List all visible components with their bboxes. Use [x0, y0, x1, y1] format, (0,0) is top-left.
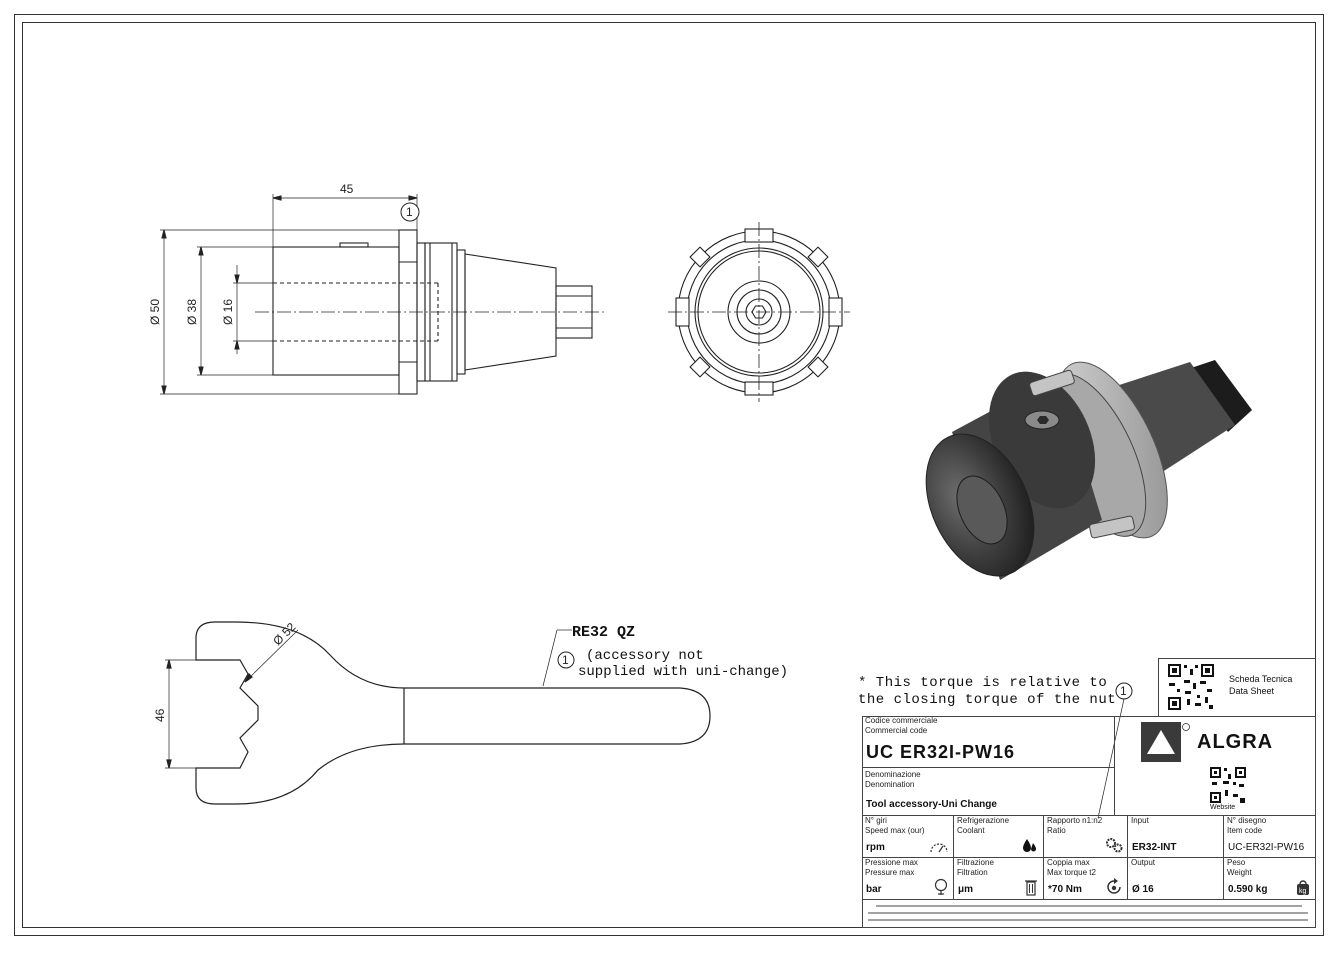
ratio-cell: Rapporto n1:n2 Ratio	[1044, 816, 1128, 858]
commercial-code: UC ER32I-PW16	[866, 742, 1016, 762]
gears-icon	[1106, 838, 1123, 853]
speed-value: rpm	[866, 842, 885, 853]
wrench-view	[165, 621, 711, 805]
pressure-label-en: Pressure max	[865, 868, 915, 877]
bulb-icon	[934, 878, 948, 895]
side-view	[160, 194, 605, 395]
filtration-label-en: Filtration	[957, 868, 988, 877]
ratio-label-en: Ratio	[1047, 826, 1066, 835]
filter-bin-icon	[1025, 880, 1037, 896]
weight-icon: kg	[1297, 880, 1309, 895]
sheet-outer-border	[14, 14, 1324, 936]
website-label: Website	[1210, 804, 1236, 811]
drawing-number-cell: N° disegno Item code UC-ER32I-PW16	[1224, 816, 1316, 858]
pressure-label-it: Pressione max	[865, 858, 918, 867]
balloon-1-wrench	[557, 651, 575, 669]
coolant-label-en: Coolant	[957, 826, 985, 835]
filtration-label-it: Filtrazione	[957, 858, 994, 867]
sheet-inner-border	[22, 22, 1316, 928]
coolant-cell: Refrigerazione Coolant	[954, 816, 1044, 858]
output-value: Ø 16	[1132, 884, 1154, 895]
datasheet-title-it: Scheda Tecnica	[1229, 674, 1293, 684]
code-label-it: Codice commerciale	[865, 716, 938, 725]
datasheet-title-en: Data Sheet	[1229, 686, 1275, 696]
side-screw-head	[339, 242, 369, 248]
torque-label-it: Coppia max	[1047, 858, 1090, 867]
coolant-drop-icon	[1023, 839, 1036, 852]
torque-label-en: Max torque t2	[1047, 868, 1096, 877]
ratio-label-it: Rapporto n1:n2	[1047, 816, 1103, 825]
dim-dia-50: Ø 50	[148, 299, 162, 325]
drawing-number-label-it: N° disegno	[1227, 816, 1267, 825]
input-cell: Input ER32-INT	[1128, 816, 1224, 858]
code-cell: Codice commerciale Commercial code UC ER…	[862, 716, 1115, 768]
input-label: Input	[1131, 816, 1149, 825]
dim-length-45: 45	[340, 182, 354, 196]
filtration-value: μm	[958, 884, 974, 895]
iso-render	[925, 360, 1252, 580]
speedometer-icon	[930, 843, 948, 853]
datasheet-title-block: Scheda Tecnica Data Sheet	[1229, 673, 1292, 697]
side-taper	[464, 253, 557, 371]
drawing-number-value: UC-ER32I-PW16	[1228, 842, 1305, 853]
datasheet-header: Scheda Tecnica Data Sheet	[1158, 658, 1316, 716]
weight-label-en: Weight	[1227, 868, 1252, 877]
drawing-number-label-en: Item code	[1227, 826, 1263, 835]
wrench-callout-name: RE32 QZ	[572, 624, 635, 641]
weight-cell: Peso Weight 0.590 kg kg	[1224, 858, 1316, 900]
denomination-value: Tool accessory-Uni Change	[866, 799, 997, 810]
speed-cell: N° giri Speed max (our) rpm	[862, 816, 954, 858]
wrench-outline	[195, 621, 711, 805]
torque-value: *70 Nm	[1048, 884, 1082, 895]
torque-cell: Coppia max Max torque t2 *70 Nm	[1044, 858, 1128, 900]
balloon-1-wrench-number: 1	[562, 653, 569, 667]
fine-print-strip	[862, 900, 1316, 928]
speed-label-it: N° giri	[865, 816, 887, 825]
wrench-callout-line2: supplied with uni-change)	[578, 664, 788, 680]
svg-text:kg: kg	[1299, 888, 1307, 895]
wrench-callout-line1: (accessory not	[586, 648, 704, 664]
algra-logo-icon	[1141, 722, 1190, 762]
input-value: ER32-INT	[1132, 842, 1177, 853]
balloon-1-side	[400, 202, 420, 222]
iso-shaft	[1185, 360, 1252, 432]
output-label: Output	[1131, 858, 1156, 867]
denomination-cell: Denominazione Denomination Tool accessor…	[862, 768, 1115, 816]
dim-wrench-46: 46	[153, 708, 167, 722]
brand-name: ALGRA	[1197, 731, 1274, 753]
title-block: Codice commerciale Commercial code UC ER…	[862, 716, 1316, 928]
balloon-1-side-number: 1	[406, 205, 413, 219]
code-label-en: Commercial code	[865, 726, 928, 735]
qr-code-datasheet-icon	[1167, 663, 1215, 711]
torque-icon	[1107, 878, 1121, 894]
torque-note-line2: the closing torque of the nut	[858, 692, 1117, 708]
front-view	[668, 222, 850, 402]
dim-dia-38: Ø 38	[185, 299, 199, 325]
balloon-1-note-number: 1	[1120, 684, 1127, 698]
denom-label-it: Denominazione	[865, 770, 921, 779]
weight-label-it: Peso	[1227, 858, 1246, 867]
iso-bore	[956, 475, 1008, 545]
brand-cell: ALGRA Website	[1115, 716, 1316, 816]
coolant-label-it: Refrigerazione	[957, 816, 1010, 825]
torque-note-line1: * This torque is relative to	[858, 675, 1108, 691]
denom-label-en: Denomination	[865, 780, 915, 789]
qr-code-website-icon	[1209, 766, 1247, 804]
speed-label-en: Speed max (our)	[865, 826, 925, 835]
fine-print-texture	[868, 905, 1308, 921]
filtration-cell: Filtrazione Filtration μm	[954, 858, 1044, 900]
dim-dia-16: Ø 16	[221, 299, 235, 325]
weight-value: 0.590 kg	[1228, 884, 1268, 895]
output-cell: Output Ø 16	[1128, 858, 1224, 900]
side-body	[272, 246, 400, 376]
pressure-cell: Pressione max Pressure max bar	[862, 858, 954, 900]
pressure-value: bar	[866, 884, 882, 895]
